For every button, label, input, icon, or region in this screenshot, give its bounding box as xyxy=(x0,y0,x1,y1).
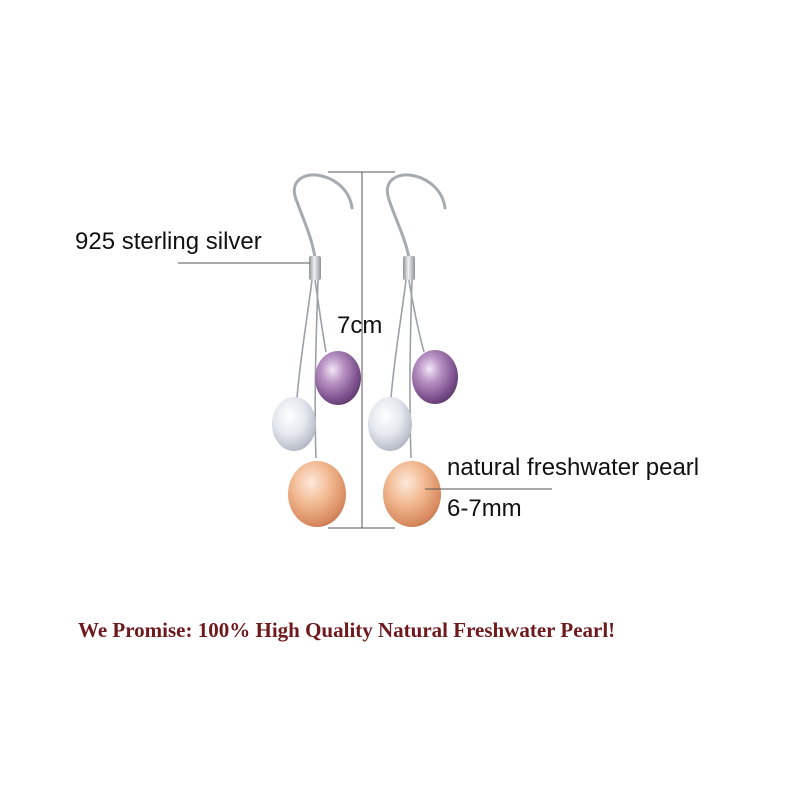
right-white-pearl xyxy=(368,397,412,451)
length-label: 7cm xyxy=(337,312,383,339)
left-purple-pearl xyxy=(315,351,361,405)
pearl-type-label: natural freshwater pearl xyxy=(447,454,700,481)
length-dimension-marker xyxy=(328,171,395,529)
right-purple-pearl xyxy=(412,350,458,404)
left-white-pearl xyxy=(272,397,316,451)
left-earring-cap xyxy=(309,256,321,280)
promise-banner-text: We Promise: 100% High Quality Natural Fr… xyxy=(78,618,616,642)
material-label: 925 sterling silver xyxy=(75,228,262,255)
right-earring-hook xyxy=(385,173,447,260)
right-earring xyxy=(368,173,458,527)
pearl-size-label: 6-7mm xyxy=(447,495,522,522)
left-earring-chains xyxy=(296,279,327,459)
left-peach-pearl xyxy=(288,461,346,527)
left-earring xyxy=(272,173,361,527)
right-earring-chains xyxy=(390,279,425,459)
right-peach-pearl xyxy=(383,461,441,527)
left-earring-hook xyxy=(292,173,354,260)
right-earring-cap xyxy=(403,256,415,280)
